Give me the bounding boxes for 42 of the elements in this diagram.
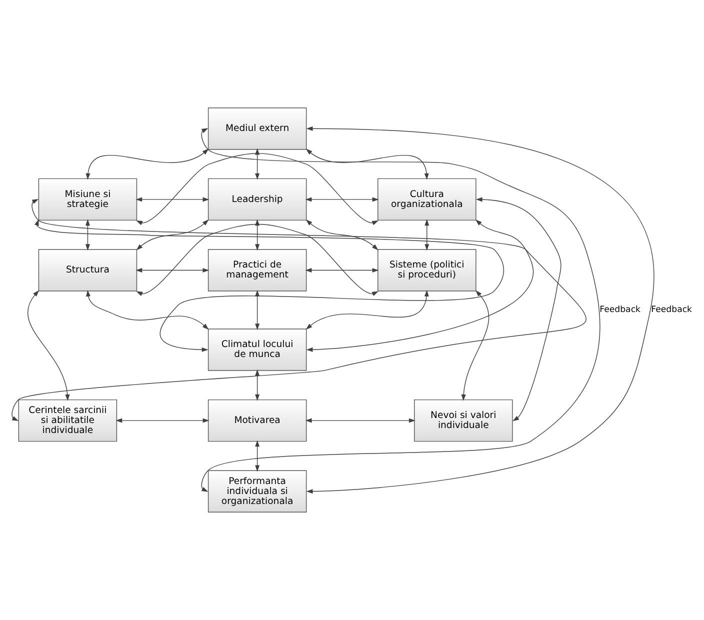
edge-label: Feedback <box>600 305 641 316</box>
arrow <box>136 224 378 296</box>
arrow <box>461 290 490 401</box>
arrow <box>85 219 90 251</box>
arrow <box>136 268 210 273</box>
arrow <box>476 197 562 422</box>
node-box: Nevoi si valori individuale <box>414 399 513 442</box>
node-box: Climatul locului de munca <box>208 328 307 371</box>
arrow <box>305 197 379 202</box>
node-box: Mediul extern <box>208 108 307 150</box>
node-box: Practici de management <box>208 249 307 292</box>
arrow <box>305 268 379 273</box>
node-box: Leadership <box>208 178 307 221</box>
arrow <box>12 198 586 422</box>
arrow <box>306 219 378 250</box>
arrow <box>306 290 429 330</box>
arrow <box>28 290 70 401</box>
node-box: Cerintele sarcinii si abilitatile individuale <box>18 399 118 442</box>
arrow <box>305 418 416 423</box>
arrow <box>201 128 600 492</box>
arrow <box>306 148 429 180</box>
arrow <box>86 290 209 330</box>
arrow <box>255 290 260 330</box>
arrow <box>424 219 430 251</box>
node-box: Performanta individuala si organizationala <box>208 470 307 512</box>
arrow <box>136 153 378 226</box>
arrow <box>255 219 260 251</box>
arrow <box>255 440 260 472</box>
arrow <box>136 219 209 250</box>
arrow <box>306 126 654 494</box>
node-box: Motivarea <box>208 399 307 442</box>
node-box: Sisteme (politici si proceduri) <box>378 249 476 292</box>
arrow <box>116 418 210 423</box>
arrow <box>86 148 209 180</box>
arrow <box>306 219 534 352</box>
arrow <box>136 197 210 202</box>
arrow <box>255 369 260 401</box>
node-box: Cultura organizationala <box>378 178 476 221</box>
node-box: Structura <box>38 249 138 292</box>
edge-label: Feedback <box>651 305 692 316</box>
node-box: Misiune si strategie <box>38 178 138 221</box>
arrow <box>34 219 504 352</box>
